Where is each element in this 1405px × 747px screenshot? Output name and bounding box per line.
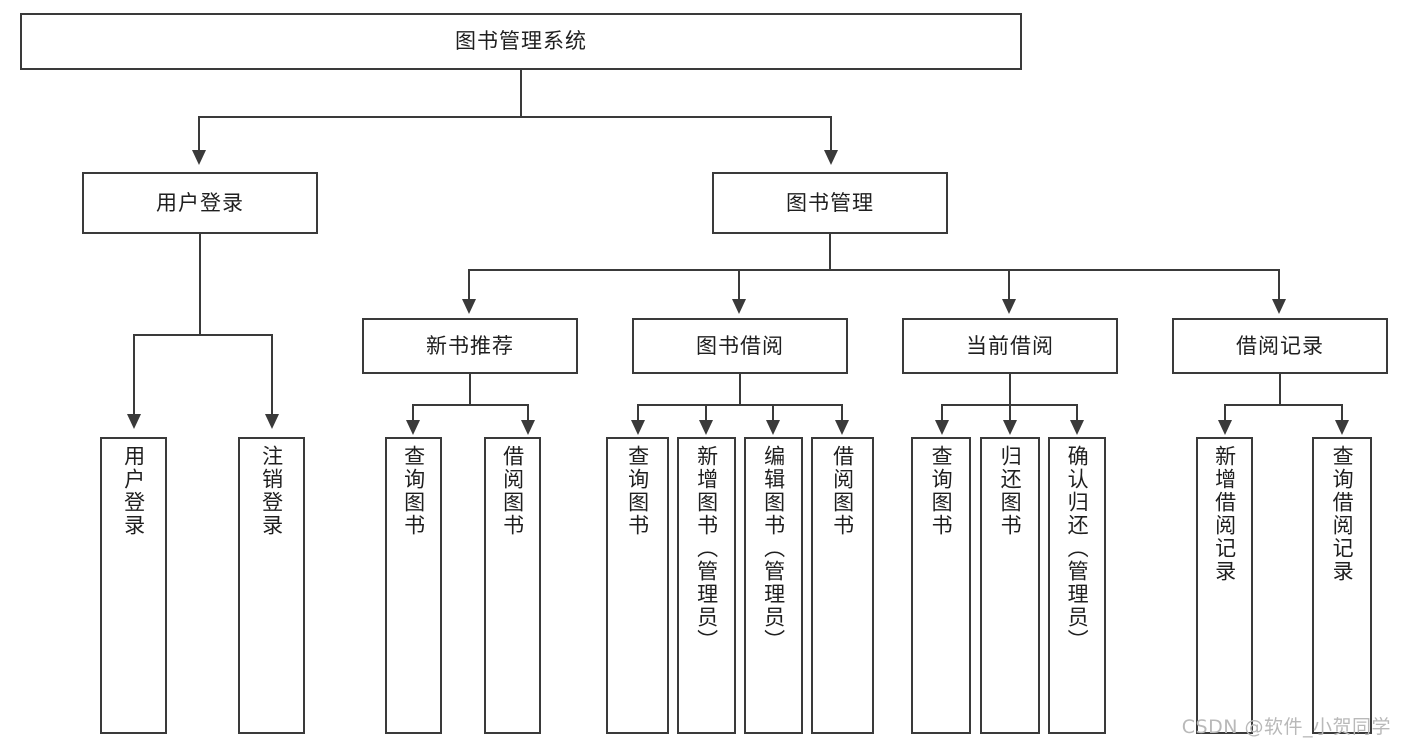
arrow-book-borrow-leaf-3 <box>766 420 780 435</box>
node-label: 当前借阅 <box>966 333 1054 358</box>
connector-borrow-record-bar <box>1224 404 1342 406</box>
connector-current-borrow-leaf-3 <box>1076 404 1078 422</box>
leaf-current-borrow-return-book[interactable]: 归还图书 <box>980 437 1040 734</box>
node-book-borrow[interactable]: 图书借阅 <box>632 318 848 374</box>
node-root-system[interactable]: 图书管理系统 <box>20 13 1022 70</box>
connector-root-to-book-mgmt <box>830 116 832 152</box>
arrow-borrow-record-leaf-1 <box>1218 420 1232 435</box>
connector-book-borrow-leaf-4 <box>841 404 843 422</box>
node-label: 图书借阅 <box>696 333 784 358</box>
node-label: 查询图书 <box>625 445 650 537</box>
connector-borrow-record-stem <box>1279 374 1281 406</box>
node-label: 借阅图书 <box>500 445 525 537</box>
leaf-borrow-record-query-record[interactable]: 查询借阅记录 <box>1312 437 1372 734</box>
connector-user-login-leaf-1 <box>133 334 135 416</box>
node-label: 图书管理系统 <box>455 29 587 54</box>
node-current-borrow[interactable]: 当前借阅 <box>902 318 1118 374</box>
connector-new-book-leaf-2 <box>527 404 529 422</box>
connector-current-borrow-leaf-1 <box>941 404 943 422</box>
node-label: 编辑图书（管理员） <box>761 445 786 652</box>
arrow-book-mgmt-child-2 <box>732 299 746 314</box>
connector-book-mgmt-stem <box>829 234 831 271</box>
connector-root-to-user-login <box>198 116 200 152</box>
leaf-new-book-query-book[interactable]: 查询图书 <box>385 437 442 734</box>
arrow-borrow-record-leaf-2 <box>1335 420 1349 435</box>
connector-root-stem <box>520 70 522 118</box>
node-label: 查询借阅记录 <box>1330 445 1355 583</box>
connector-borrow-record-leaf-2 <box>1341 404 1343 422</box>
leaf-book-borrow-borrow-book[interactable]: 借阅图书 <box>811 437 874 734</box>
connector-borrow-record-leaf-1 <box>1224 404 1226 422</box>
connector-book-borrow-leaf-3 <box>772 404 774 422</box>
node-label: 查询图书 <box>401 445 426 537</box>
leaf-current-borrow-confirm-return-admin[interactable]: 确认归还（管理员） <box>1048 437 1106 734</box>
node-label: 确认归还（管理员） <box>1065 445 1090 652</box>
arrow-current-borrow-leaf-2 <box>1003 420 1017 435</box>
connector-book-mgmt-child-1 <box>468 269 470 301</box>
connector-book-borrow-leaf-1 <box>637 404 639 422</box>
arrow-book-mgmt-child-1 <box>462 299 476 314</box>
connector-book-borrow-leaf-2 <box>705 404 707 422</box>
node-label: 用户登录 <box>156 190 244 215</box>
node-label: 图书管理 <box>786 190 874 215</box>
leaf-current-borrow-query-book[interactable]: 查询图书 <box>911 437 971 734</box>
connector-current-borrow-stem <box>1009 374 1011 406</box>
node-label: 新增借阅记录 <box>1212 445 1237 583</box>
leaf-book-borrow-edit-book-admin[interactable]: 编辑图书（管理员） <box>744 437 803 734</box>
arrow-book-borrow-leaf-4 <box>835 420 849 435</box>
node-user-login[interactable]: 用户登录 <box>82 172 318 234</box>
node-label: 用户登录 <box>121 445 146 537</box>
arrow-new-book-leaf-2 <box>521 420 535 435</box>
leaf-book-borrow-add-book-admin[interactable]: 新增图书（管理员） <box>677 437 736 734</box>
connector-user-login-bar <box>133 334 272 336</box>
arrow-root-to-book-mgmt <box>824 150 838 165</box>
connector-new-book-leaf-1 <box>412 404 414 422</box>
connector-book-mgmt-bar <box>468 269 1278 271</box>
arrow-new-book-leaf-1 <box>406 420 420 435</box>
node-book-management[interactable]: 图书管理 <box>712 172 948 234</box>
arrow-user-login-leaf-2 <box>265 414 279 429</box>
node-label: 新书推荐 <box>426 333 514 358</box>
leaf-borrow-record-add-record[interactable]: 新增借阅记录 <box>1196 437 1253 734</box>
node-label: 借阅记录 <box>1236 333 1324 358</box>
node-label: 归还图书 <box>998 445 1023 537</box>
leaf-user-logout[interactable]: 注销登录 <box>238 437 305 734</box>
arrow-book-mgmt-child-3 <box>1002 299 1016 314</box>
arrow-book-mgmt-child-4 <box>1272 299 1286 314</box>
connector-new-book-bar <box>412 404 528 406</box>
connector-book-mgmt-child-3 <box>1008 269 1010 301</box>
node-label: 借阅图书 <box>830 445 855 537</box>
connector-book-mgmt-child-2 <box>738 269 740 301</box>
connector-book-mgmt-child-4 <box>1278 269 1280 301</box>
leaf-user-login[interactable]: 用户登录 <box>100 437 167 734</box>
connector-root-bar <box>198 116 832 118</box>
arrow-current-borrow-leaf-1 <box>935 420 949 435</box>
arrow-user-login-leaf-1 <box>127 414 141 429</box>
node-borrow-record[interactable]: 借阅记录 <box>1172 318 1388 374</box>
node-label: 查询图书 <box>929 445 954 537</box>
node-new-book-recommend[interactable]: 新书推荐 <box>362 318 578 374</box>
connector-user-login-leaf-2 <box>271 334 273 416</box>
connector-book-borrow-stem <box>739 374 741 406</box>
connector-book-borrow-bar <box>637 404 843 406</box>
arrow-book-borrow-leaf-2 <box>699 420 713 435</box>
node-label: 新增图书（管理员） <box>694 445 719 652</box>
arrow-root-to-user-login <box>192 150 206 165</box>
connector-user-login-stem <box>199 234 201 335</box>
connector-current-borrow-leaf-2 <box>1009 404 1011 422</box>
arrow-current-borrow-leaf-3 <box>1070 420 1084 435</box>
leaf-new-book-borrow-book[interactable]: 借阅图书 <box>484 437 541 734</box>
connector-new-book-stem <box>469 374 471 406</box>
node-label: 注销登录 <box>259 445 284 537</box>
leaf-book-borrow-query-book[interactable]: 查询图书 <box>606 437 669 734</box>
arrow-book-borrow-leaf-1 <box>631 420 645 435</box>
